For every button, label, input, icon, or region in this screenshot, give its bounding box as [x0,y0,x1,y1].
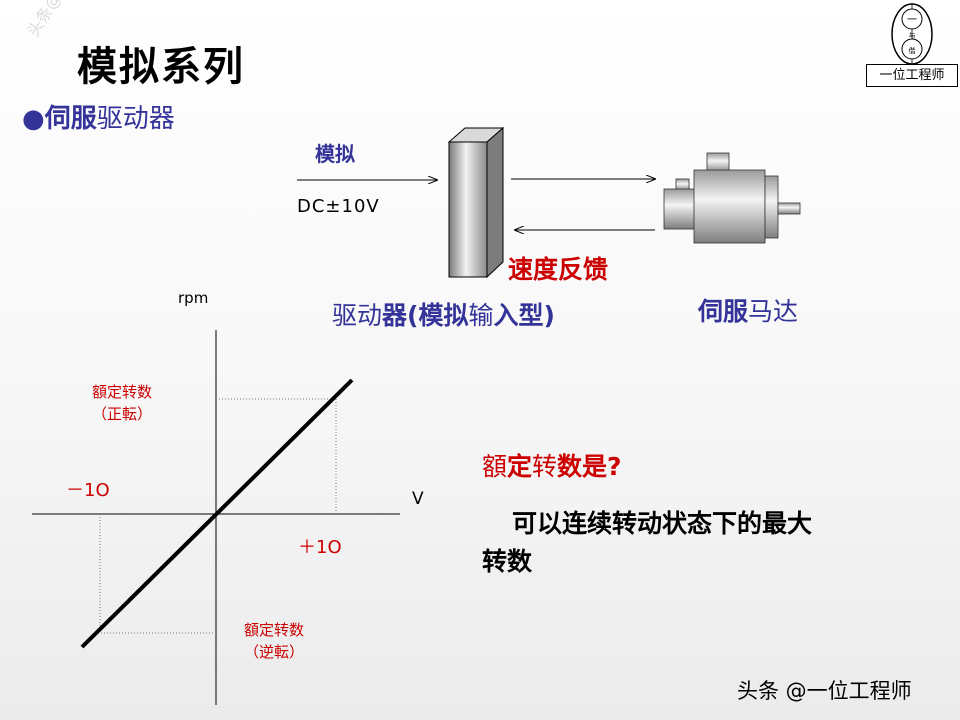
x-axis-label: V [412,489,424,509]
speed-line [80,378,354,649]
logo: 一 与 偕 一位工程师 [866,3,958,87]
signal-label: 模拟 [315,142,355,166]
rated-forward-line2: （正転） [92,405,153,423]
driver-label-b: 器( [382,301,419,330]
rated-forward-guide [216,398,337,514]
driver-label-e: 入型) [493,301,555,330]
rated-reverse-line1: 額定转数 [244,621,305,639]
neg-voltage-label: －1O [66,480,110,501]
logo-caption: 一位工程师 [866,64,958,87]
motor-label-rest: 马达 [748,297,799,326]
question-part3: 转 [532,452,558,481]
driver-label-c: 模拟 [418,301,469,330]
question-part1: 額 [482,452,508,481]
question-part4: 数是? [557,452,622,481]
driver-label: 驱动器(模拟输入型) [332,296,555,332]
rated-forward-label: 額定转数 （正転） [92,381,152,425]
feedback-label: 速度反馈 [508,255,609,284]
motor-icon [663,152,801,244]
rated-forward-line1: 額定转数 [92,383,153,401]
signal-voltage: DC±10V [297,196,380,217]
subtitle: ●伺服驱动器 [22,98,175,135]
motor-label-bold: 伺服 [698,297,749,326]
answer-line2: 转数 [482,547,533,576]
question-part2: 定 [507,452,533,481]
bullet-icon: ● [22,104,45,134]
rated-reverse-label: 額定转数 （逆転） [244,619,304,663]
logo-mark-top: 一 [907,15,917,26]
logo-mark-mid: 与 [909,32,916,40]
page-title: 模拟系列 [77,44,245,90]
answer-line1: 可以连续转动状态下的最大 [512,509,813,538]
y-axis-label: rpm [178,289,209,307]
rated-reverse-guide [99,514,216,634]
driver-label-a: 驱动 [332,301,383,330]
pos-voltage-label: ＋1O [298,537,342,558]
driver-box [447,126,505,279]
footer-credit: 头条 @一位工程师 [737,679,912,703]
question: 額定转数是? [482,447,622,483]
driver-label-d: 输 [468,301,494,330]
logo-mark-bottom: 偕 [909,46,916,55]
motor-label: 伺服马达 [698,292,798,328]
subtitle-rest: 驱动器 [96,104,175,134]
rated-reverse-line2: （逆転） [244,643,305,661]
subtitle-bold: 伺服 [44,104,97,134]
